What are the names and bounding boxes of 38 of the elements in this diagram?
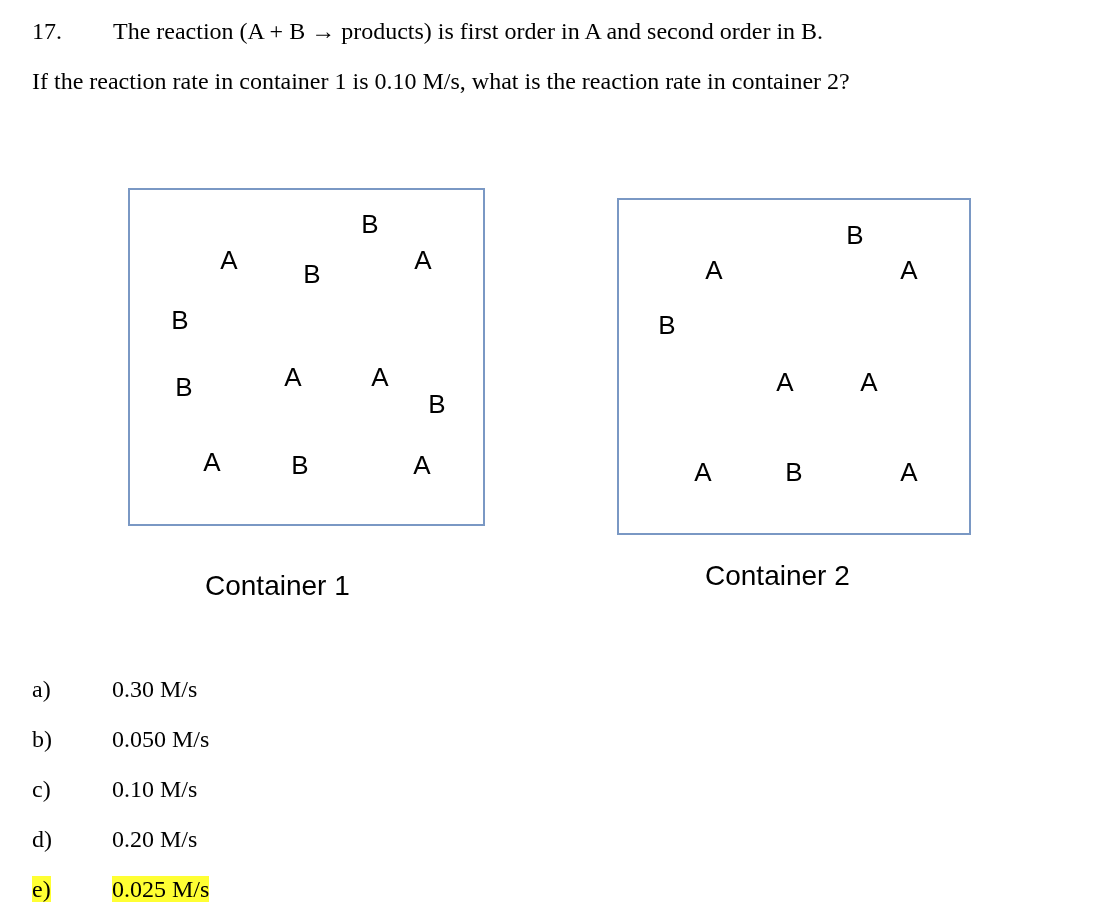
particle-label: A [776,369,794,395]
option-value: 0.30 M/s [112,676,198,703]
option-letter: c) [32,776,51,803]
particle-label: B [428,391,446,417]
question-text: If the reaction rate in container 1 is 0.10 M/s, what is the reaction rate in container 2? [32,68,850,95]
option-letter: e) [32,876,51,903]
particle-label: A [371,364,389,390]
particle-label: B [175,374,193,400]
particle-label: B [291,452,309,478]
particle-label: A [900,257,918,283]
container-caption: Container 1 [205,570,350,602]
container-caption: Container 2 [705,560,850,592]
particle-label: B [171,307,189,333]
particle-label: A [284,364,302,390]
particle-label: A [860,369,878,395]
particle-label: B [658,312,676,338]
question-number: 17. [32,18,62,45]
question-text: The reaction (A + B → products) is first order in A and second order in B. [113,18,824,45]
particle-label: B [303,261,321,287]
particle-label: A [220,247,238,273]
particle-label: A [203,449,221,475]
particle-label: A [694,459,712,485]
option-letter: d) [32,826,52,853]
particle-label: A [705,257,723,283]
option-value: 0.025 M/s [112,876,210,903]
option-letter: a) [32,676,51,703]
option-value: 0.050 M/s [112,726,210,753]
option-letter: b) [32,726,52,753]
particle-label: A [414,247,432,273]
option-value: 0.10 M/s [112,776,198,803]
container-box [128,188,485,526]
particle-label: B [785,459,803,485]
particle-label: B [846,222,864,248]
option-value: 0.20 M/s [112,826,198,853]
particle-label: A [900,459,918,485]
particle-label: A [413,452,431,478]
particle-label: B [361,211,379,237]
container-box [617,198,971,535]
